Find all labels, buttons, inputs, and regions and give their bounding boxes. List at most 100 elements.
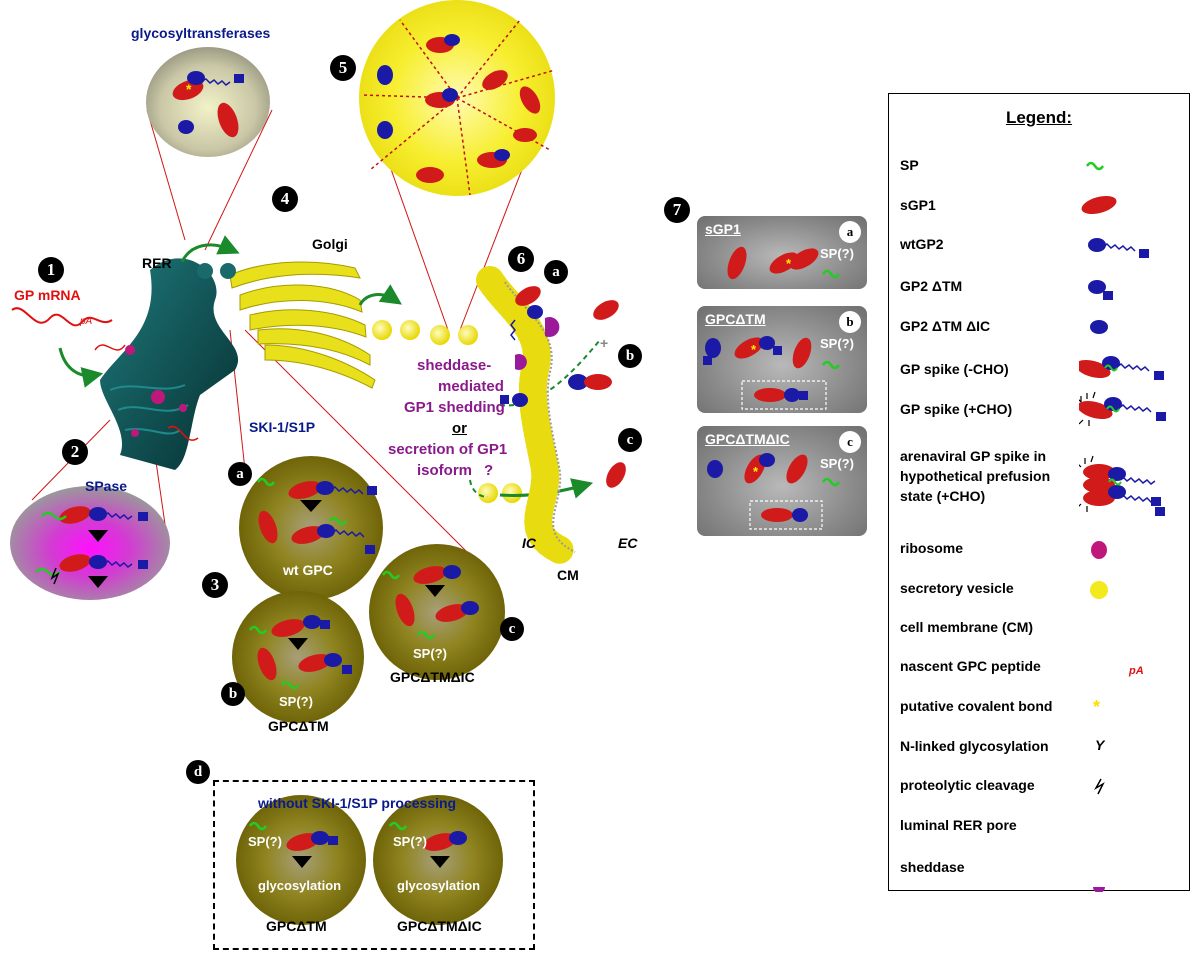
membrane-badge-c: c: [618, 428, 642, 452]
panel-sp-b: SP(?): [820, 336, 854, 351]
legend-label-gp2-dtm-dic: GP2 ΔTM ΔIC: [900, 318, 991, 334]
step-badge-4: 4: [272, 186, 298, 212]
legend-icons: pA * Y: [1079, 161, 1166, 892]
without-sp-left: SP(?): [248, 834, 282, 849]
gpc-dtm-dic-label: GPCΔTMΔIC: [390, 669, 475, 685]
glyco-proteins: *: [172, 71, 244, 138]
sheddase-line-2: mediated: [438, 378, 504, 395]
legend-label-pore: luminal RER pore: [900, 817, 1017, 833]
sub-badge-b: b: [221, 682, 245, 706]
step-badge-6: 6: [508, 246, 534, 272]
legend-label-gp-spike-cho-plus: GP spike (+CHO): [900, 401, 1013, 417]
glycosyltransferases-label: glycosyltransferases: [131, 25, 271, 41]
step-badge-3: 3: [202, 572, 228, 598]
legend-label-prefusion-3: state (+CHO): [900, 488, 986, 504]
panel-gpc-dtm: GPCΔTM b SP(?): [697, 306, 867, 413]
mrna-strand: [11, 307, 113, 327]
sp-q-label-b: SP(?): [279, 694, 313, 709]
wt-gpc-label: wt GPC: [283, 562, 333, 578]
svg-text:*: *: [753, 464, 759, 479]
membrane-spikes: +: [500, 286, 626, 488]
legend-title: Legend:: [1005, 108, 1073, 127]
legend-label-nascent: nascent GPC peptide: [900, 658, 1041, 674]
sp-icon: [1085, 161, 1105, 171]
svg-text:*: *: [186, 81, 192, 97]
ski1-label: SKI-1/S1P: [249, 419, 316, 435]
without-sp-right: SP(?): [393, 834, 427, 849]
step-badge-2: 2: [62, 439, 88, 465]
panel-sp-c: SP(?): [820, 456, 854, 471]
legend-label-gp-spike-cho-minus: GP spike (-CHO): [900, 361, 1009, 377]
ribosome-icon: [1091, 541, 1107, 559]
n-glycosylation-icon: Y: [1095, 737, 1106, 753]
svg-text:*: *: [751, 342, 757, 357]
membrane-badge-a: a: [544, 260, 568, 284]
legend-label-wtgp2: wtGP2: [900, 236, 944, 252]
sector-lines: [361, 19, 556, 196]
circle-proteins: [248, 477, 479, 868]
legend-label-nlinked: N-linked glycosylation: [900, 738, 1049, 754]
legend-label-cm: cell membrane (CM): [900, 619, 1034, 635]
without-right-label: GPCΔTMΔIC: [397, 918, 482, 934]
legend-label-sgp1: sGP1: [900, 197, 936, 213]
wtgp2-icon: [1088, 238, 1149, 258]
panel-title-gpc-dtm-dic: GPCΔTMΔIC: [705, 431, 790, 447]
gpc-dtm-circle: [232, 591, 364, 723]
sheddase-line-3: GP1 shedding: [404, 399, 505, 416]
rer-label: RER: [142, 255, 172, 271]
gp2-dtm-dic-icon: [1090, 320, 1108, 334]
panel-title-sgp1: sGP1: [705, 221, 741, 237]
gpc-dtm-dic-circle: [369, 544, 505, 680]
step-badge-1: 1: [38, 257, 64, 283]
sheddase-line-1: sheddase-: [417, 357, 492, 374]
legend-label-vesicle: secretory vesicle: [900, 580, 1014, 596]
sheddase-icon: [1093, 887, 1105, 892]
sub-badge-c: c: [500, 617, 524, 641]
glycosylation-left: glycosylation: [258, 878, 342, 893]
or-label: or: [452, 420, 467, 437]
step-badge-5: 5: [330, 55, 356, 81]
golgi-label: Golgi: [312, 236, 348, 252]
membrane-badge-b: b: [618, 344, 642, 368]
panel-title-gpc-dtm: GPCΔTM: [705, 311, 766, 327]
cm-label: CM: [557, 567, 579, 583]
glycosylation-right: glycosylation: [397, 878, 481, 893]
gp-spike-plus-icon: [1079, 391, 1166, 426]
legend-label-sp: SP: [900, 157, 919, 173]
golgi-stacks: [229, 261, 376, 389]
panel-sp-a: SP(?): [820, 246, 854, 261]
ec-label: EC: [618, 535, 638, 551]
covalent-bond-icon: *: [1093, 697, 1100, 717]
svg-text:+: +: [600, 335, 608, 351]
without-title: without SKI-1/S1P processing: [258, 795, 457, 811]
cell-membrane: [476, 266, 574, 564]
glycosyltransferases-oval: [146, 47, 270, 157]
panel-badge-a: a: [839, 221, 861, 243]
spase-label: SPase: [85, 478, 128, 494]
vesicle-icon: [1090, 581, 1108, 599]
spase-proteins: [35, 506, 148, 588]
legend-label-cleavage: proteolytic cleavage: [900, 777, 1035, 793]
panel-badge-b: b: [839, 311, 861, 333]
rer-shape: [100, 258, 239, 470]
nascent-peptide-icon: pA: [1128, 665, 1144, 677]
legend-label-sheddase: sheddase: [900, 859, 965, 875]
dashed-arrows: [469, 339, 601, 498]
secretion-line-1: secretion of GP1: [388, 441, 508, 458]
spikes-in-circle: [377, 34, 541, 183]
legend-box: Legend: SP sGP1 wtGP2 GP2 ΔTM GP2 ΔTM ΔI…: [888, 93, 1190, 892]
gp2-dtm-icon: [1088, 280, 1113, 300]
question-label: ?: [484, 462, 494, 479]
spase-oval: [10, 486, 170, 600]
sub-badge-d: d: [186, 760, 210, 784]
sgp1-icon: [1081, 195, 1117, 215]
gp-spike-minus-icon: [1079, 356, 1164, 380]
panel-proteins-overlay: * * *: [703, 246, 841, 530]
ribosome: [125, 345, 135, 355]
without-processing-box: [213, 780, 535, 950]
sheddase-shape: [545, 317, 560, 337]
panel-sgp1: sGP1 a SP(?): [697, 216, 867, 289]
legend-label-prefusion-1: arenaviral GP spike in: [900, 448, 1047, 464]
legend-label-ribosome: ribosome: [900, 540, 964, 556]
prefusion-spike-icon: [1079, 455, 1165, 516]
